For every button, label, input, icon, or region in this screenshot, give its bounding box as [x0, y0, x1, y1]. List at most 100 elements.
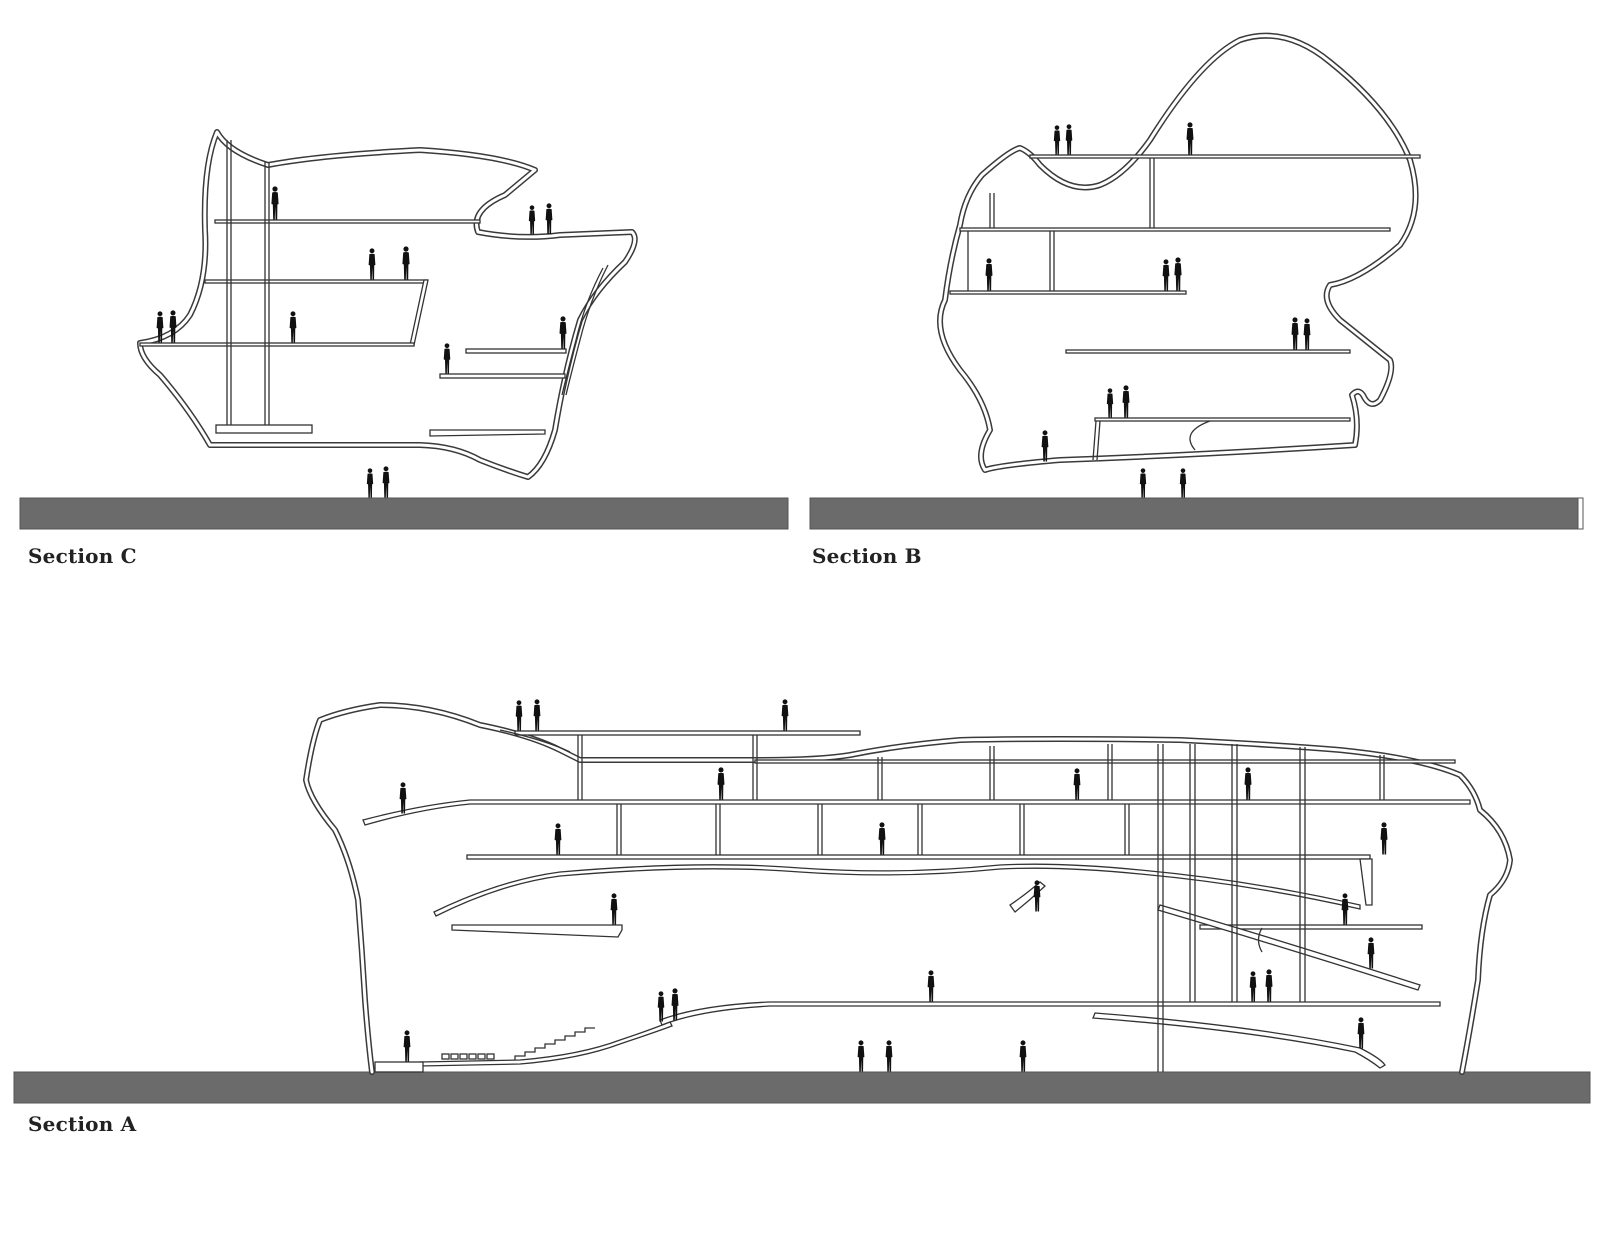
section-a-east-ramp — [1157, 904, 1421, 991]
section-c-mezzanine-upper — [465, 348, 567, 354]
stair-block — [441, 1053, 450, 1060]
section-b-envelope — [937, 32, 1419, 473]
person-figure — [1122, 385, 1130, 418]
section-b-floor-slabs — [949, 154, 1421, 461]
section-a-lower-deck — [659, 1001, 1441, 1026]
section-a-ramp-curve — [1257, 927, 1263, 953]
person-figure — [559, 316, 567, 349]
person-figure — [1291, 317, 1299, 350]
section-b-slab-level-1 — [1065, 349, 1351, 354]
section-b-ramp-curve — [1189, 420, 1211, 451]
stair-steps — [514, 1027, 595, 1060]
section-b-mezzanine — [1094, 417, 1351, 422]
person-figure — [1041, 430, 1049, 462]
section-a-entry-plinth — [374, 1061, 424, 1073]
person-figure — [533, 699, 541, 731]
section-b-roof-terrace-slab — [1029, 154, 1421, 159]
person-figure — [1053, 125, 1061, 155]
person-figure — [985, 258, 993, 291]
person-figure — [1265, 969, 1273, 1002]
stair-block — [477, 1053, 486, 1060]
person-figure — [402, 246, 410, 280]
person-figure — [1303, 318, 1311, 350]
section-a-drawing — [13, 699, 1591, 1104]
person-figure — [443, 343, 451, 374]
section-c-drawing — [19, 129, 789, 530]
section-b-ground-end-cap — [1577, 497, 1584, 530]
section-b-slab-level-2 — [949, 290, 1187, 295]
section-a-wave-slab — [433, 863, 1361, 917]
section-a-floor-slabs — [362, 729, 1471, 1073]
section-c-landing — [215, 424, 313, 434]
section-c-entry-ramp — [429, 429, 546, 437]
section-b-mezzanine-wall — [1092, 420, 1097, 461]
person-figure — [1106, 388, 1114, 418]
section-a-envelope — [303, 702, 1513, 1075]
section-c-envelope — [137, 129, 638, 480]
person-figure — [382, 466, 390, 498]
person-figure — [545, 203, 553, 235]
section-a-east-slab — [1199, 924, 1423, 930]
section-a-roof-terrace-slab — [514, 730, 861, 736]
section-a-stair-treads — [441, 1027, 595, 1060]
section-c-slab-level-2 — [204, 279, 428, 284]
person-figure — [1174, 257, 1182, 291]
person-figure — [289, 311, 297, 343]
person-figure — [368, 248, 376, 280]
section-b-partitions — [967, 158, 1155, 291]
person-figure — [927, 970, 935, 1002]
section-c-slab-level-2-edge — [409, 279, 429, 346]
person-figure — [1244, 767, 1252, 800]
section-c-ground-slab — [19, 497, 789, 530]
person-figure — [1341, 893, 1349, 925]
person-figure — [610, 893, 618, 925]
person-figure — [554, 823, 562, 855]
person-figure — [885, 1040, 893, 1072]
person-figure — [1367, 937, 1375, 969]
person-figure — [403, 1030, 411, 1062]
section-a-upper-curve — [499, 729, 571, 753]
section-b-human-figures — [985, 122, 1311, 498]
person-figure — [1249, 971, 1257, 1002]
person-figure — [271, 186, 279, 220]
section-b-label: Section B — [812, 544, 922, 568]
section-a-ground-slab — [13, 1071, 1591, 1104]
stair-block — [486, 1053, 495, 1060]
person-figure — [781, 699, 789, 731]
section-c-slab-level-1 — [139, 342, 415, 347]
section-b-ground-slab — [809, 497, 1579, 530]
section-c-mezzanine-lower — [439, 373, 566, 379]
section-a-partitions — [577, 735, 1385, 855]
person-figure — [1179, 468, 1187, 498]
person-figure — [878, 822, 886, 855]
section-a-level-2-tip — [1359, 858, 1373, 906]
person-figure — [717, 767, 725, 800]
section-a-slab-level-3 — [362, 799, 1471, 826]
person-figure — [1162, 259, 1170, 291]
person-figure — [515, 700, 523, 731]
section-b-drawing — [809, 32, 1584, 530]
section-c-core — [226, 140, 270, 425]
stair-block — [459, 1053, 468, 1060]
section-c-stair-rail-2 — [561, 267, 604, 396]
person-figure — [1357, 1017, 1365, 1049]
section-a-lower-ramp — [1092, 1012, 1386, 1069]
section-a-label: Section A — [28, 1112, 137, 1136]
person-figure — [169, 310, 177, 343]
section-a-slab-level-4 — [754, 759, 1456, 764]
section-a-entry-stair — [419, 1021, 673, 1067]
person-figure — [399, 782, 407, 814]
stair-block — [468, 1053, 477, 1060]
section-c-floor-slabs — [139, 219, 609, 437]
section-b-slab-level-3 — [959, 227, 1391, 232]
stair-block — [450, 1053, 459, 1060]
person-figure — [1065, 124, 1073, 155]
section-c-label: Section C — [28, 544, 137, 568]
person-figure — [1139, 468, 1147, 498]
section-c-stair-rail — [565, 264, 609, 396]
person-figure — [1073, 768, 1081, 800]
person-figure — [528, 205, 536, 235]
section-b-mezzanine-wall-2 — [1096, 420, 1101, 461]
